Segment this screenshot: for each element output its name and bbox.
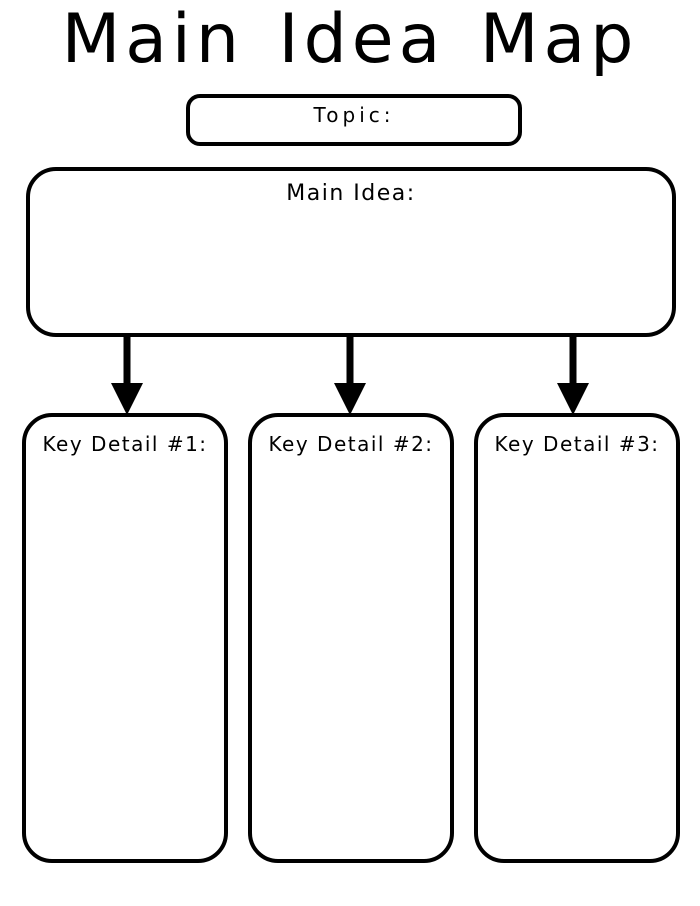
down-arrow-icon xyxy=(333,337,367,415)
main-idea-write-area[interactable] xyxy=(30,206,672,333)
topic-write-area[interactable] xyxy=(190,127,518,142)
key-detail-box-3[interactable]: Key Detail #3: xyxy=(474,413,680,863)
topic-box[interactable]: Topic: xyxy=(186,94,522,146)
down-arrow-icon xyxy=(556,337,590,415)
arrow-head xyxy=(334,383,366,415)
main-idea-box[interactable]: Main Idea: xyxy=(26,167,676,337)
topic-label: Topic: xyxy=(313,103,395,127)
main-idea-label: Main Idea: xyxy=(286,181,416,206)
key-detail-3-write-area[interactable] xyxy=(478,456,676,859)
arrow-shaft xyxy=(346,337,354,385)
arrow-shaft xyxy=(569,337,577,385)
key-detail-1-label: Key Detail #1: xyxy=(42,432,208,456)
worksheet-title: Main Idea Map xyxy=(61,0,639,79)
key-detail-box-1[interactable]: Key Detail #1: xyxy=(22,413,228,863)
key-detail-1-write-area[interactable] xyxy=(26,456,224,859)
arrow-shaft xyxy=(123,337,131,385)
arrow-head xyxy=(557,383,589,415)
key-detail-2-label: Key Detail #2: xyxy=(268,432,434,456)
key-detail-3-label: Key Detail #3: xyxy=(494,432,660,456)
key-detail-2-write-area[interactable] xyxy=(252,456,450,859)
down-arrow-icon xyxy=(110,337,144,415)
key-detail-box-2[interactable]: Key Detail #2: xyxy=(248,413,454,863)
arrow-head xyxy=(111,383,143,415)
